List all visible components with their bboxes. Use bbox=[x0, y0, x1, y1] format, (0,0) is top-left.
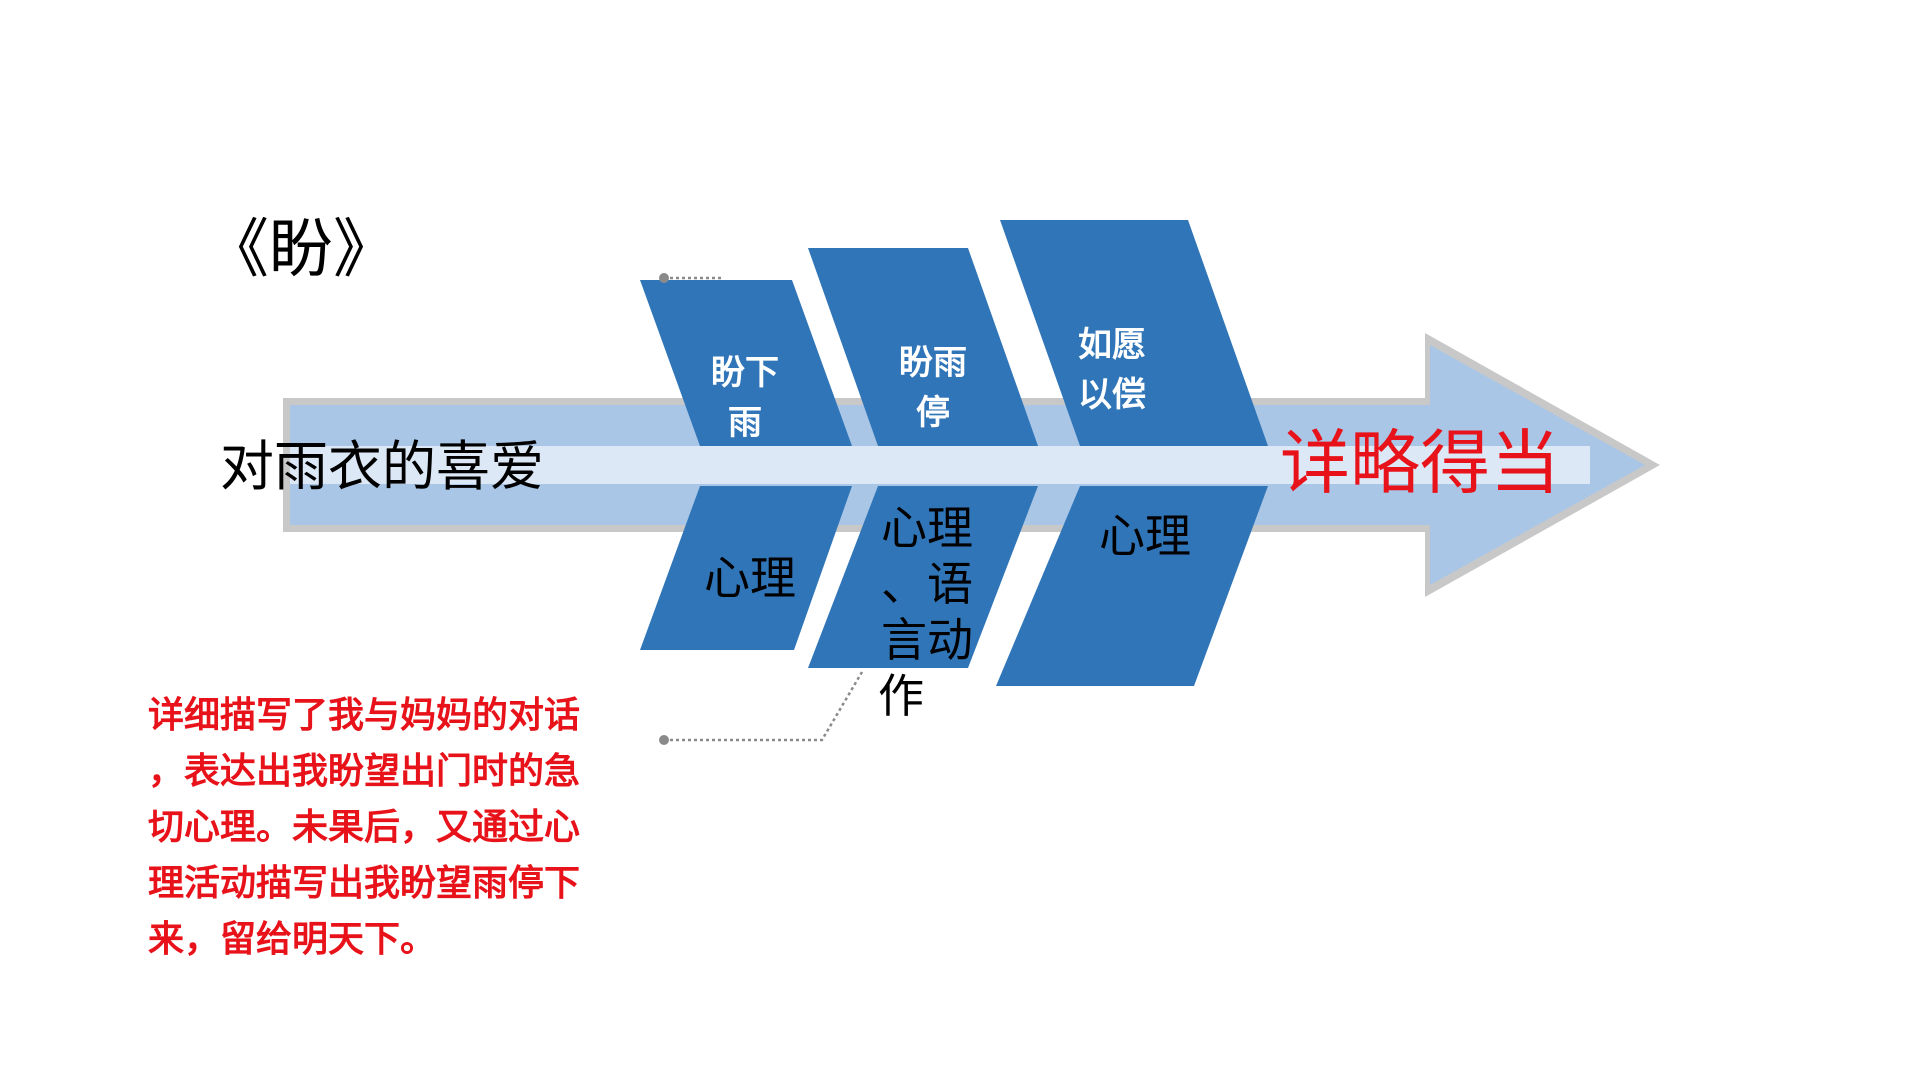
stage-3-upper-block bbox=[1000, 220, 1268, 446]
stage-3-upper-label: 如愿 以偿 bbox=[1052, 320, 1172, 420]
stage-3-upper-line-2: 以偿 bbox=[1078, 375, 1146, 415]
stage-3-lower-block bbox=[996, 486, 1268, 686]
stage-3-lower-label: 心理 bbox=[1080, 508, 1210, 564]
stage-2-upper-line-1: 盼雨 bbox=[899, 343, 967, 383]
stage-2-lower-line-1: 心理 bbox=[881, 501, 973, 555]
note-line-5: 来，留给明天下。 bbox=[148, 919, 437, 960]
annotation-note: 详细描写了我与妈妈的对话 ，表达出我盼望出门时的急 切心理。未果后，又通过心 理… bbox=[148, 688, 658, 968]
stage-2-lower-label: 心理 、语 言动 作 bbox=[872, 500, 982, 724]
stage-2-lower-line-2: 、语 bbox=[881, 557, 973, 611]
stage-3-upper-line-1: 如愿 bbox=[1078, 325, 1146, 365]
stage-3-lower-line-1: 心理 bbox=[1099, 509, 1191, 563]
main-arrow-band bbox=[290, 446, 1590, 484]
stage-1-upper-block bbox=[640, 280, 852, 446]
stage-2-upper-label: 盼雨 停 bbox=[878, 338, 988, 438]
stage-1-upper-label: 盼下 雨 bbox=[690, 348, 800, 448]
stage-2-lower-line-4: 作 bbox=[878, 669, 924, 723]
conclusion-label: 详略得当 bbox=[1280, 422, 1560, 504]
slide-title: 《盼》 bbox=[205, 213, 397, 287]
note-line-3: 切心理。未果后，又通过心 bbox=[148, 807, 581, 848]
title-connector-dot bbox=[659, 273, 669, 283]
note-line-1: 详细描写了我与妈妈的对话 bbox=[148, 695, 581, 736]
stage-2-lower-line-3: 言动 bbox=[881, 613, 973, 667]
stage-1-lower-line-1: 心理 bbox=[704, 551, 796, 605]
note-connector-dot bbox=[659, 735, 669, 745]
note-connector-line bbox=[664, 671, 864, 742]
note-line-2: ，表达出我盼望出门时的急 bbox=[148, 751, 581, 792]
stage-2-upper-line-2: 停 bbox=[916, 393, 950, 433]
stage-1-upper-line-1: 盼下 bbox=[711, 353, 779, 393]
stage-1-lower-block bbox=[640, 486, 852, 650]
main-axis-label: 对雨衣的喜爱 bbox=[220, 435, 544, 498]
stage-2-lower-block bbox=[808, 486, 1038, 668]
stage-2-upper-block bbox=[808, 248, 1038, 446]
stage-1-upper-line-2: 雨 bbox=[728, 403, 762, 443]
stage-1-lower-label: 心理 bbox=[690, 550, 810, 606]
note-line-4: 理活动描写出我盼望雨停下 bbox=[148, 863, 581, 904]
